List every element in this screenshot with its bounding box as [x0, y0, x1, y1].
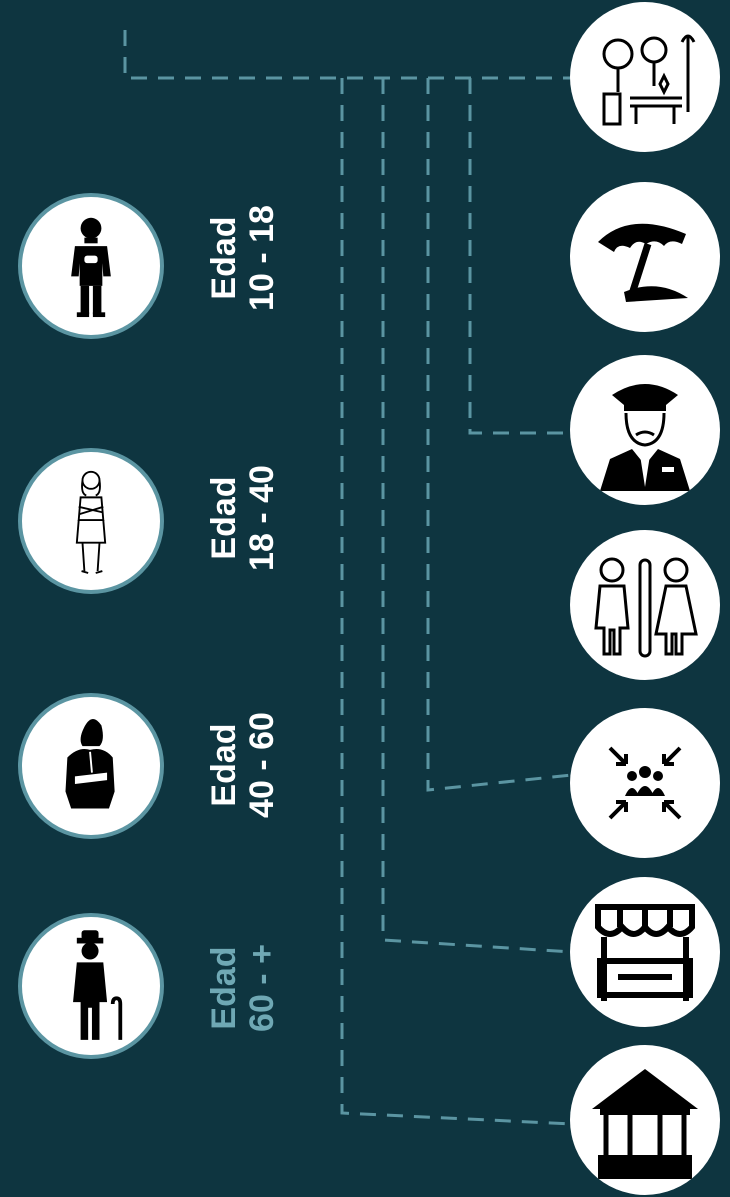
- age-label-40-60: Edad 40 - 60: [203, 675, 283, 855]
- connector-market: [383, 78, 572, 952]
- age-label-60-plus: Edad 60 - +: [203, 898, 283, 1078]
- connector-top: [125, 30, 572, 78]
- park-icon: [570, 2, 720, 152]
- age-label-18-40: Edad 18 - 40: [203, 428, 283, 608]
- security-guard-icon: [570, 355, 720, 505]
- teenager-icon: [18, 193, 164, 339]
- young-woman-icon: [18, 448, 164, 594]
- restroom-icon: [570, 530, 720, 680]
- adult-woman-icon: [18, 693, 164, 839]
- meeting-point-icon: [570, 708, 720, 858]
- umbrella-shelter-icon: [570, 182, 720, 332]
- connector-guard: [470, 78, 572, 433]
- gazebo-icon: [570, 1045, 720, 1195]
- elderly-man-icon: [18, 913, 164, 1059]
- market-stall-icon: [570, 877, 720, 1027]
- connector-gazebo: [342, 78, 572, 1124]
- age-label-10-18: Edad 10 - 18: [203, 168, 283, 348]
